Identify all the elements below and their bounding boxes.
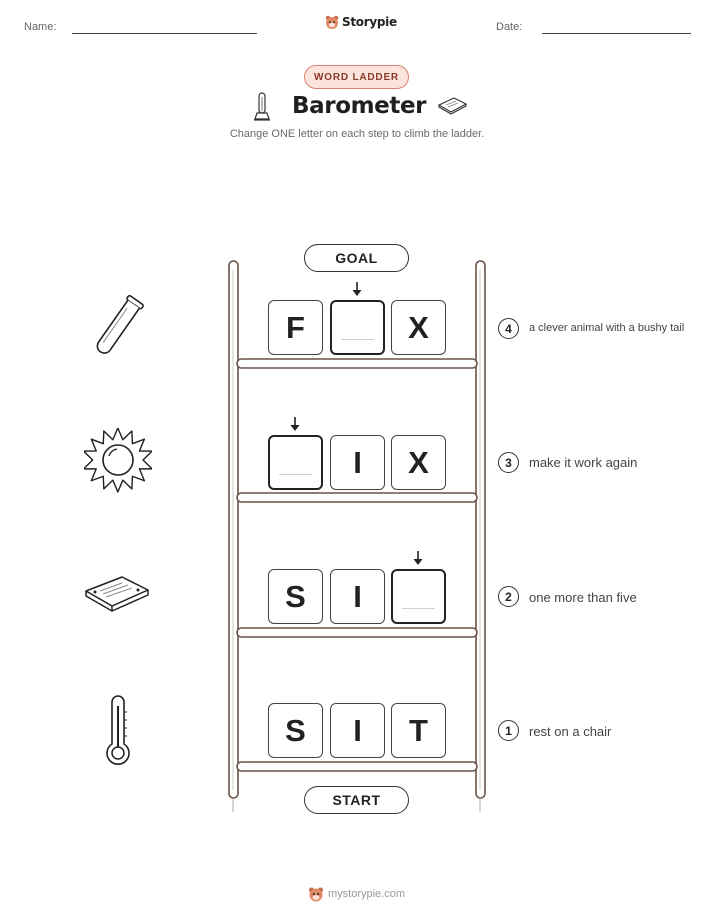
start-label: START (304, 786, 409, 814)
brand-name: Storypie (342, 15, 397, 29)
letter-tile: I (330, 569, 385, 624)
letter-tile: I (330, 703, 385, 758)
arrow-down-icon (413, 551, 423, 565)
blank-letter-input[interactable] (330, 300, 385, 355)
footer: mystorypie.com (308, 885, 405, 903)
letter-tile: T (391, 703, 446, 758)
letter-tile: F (268, 300, 323, 355)
tablet-icon (437, 97, 468, 115)
bear-icon (325, 15, 339, 29)
arrow-down-icon (290, 417, 300, 431)
tablet-icon (85, 576, 149, 612)
thermometer-icon (106, 695, 130, 765)
barometer-icon (254, 92, 270, 121)
step-clue: make it work again (529, 455, 638, 470)
blank-letter-input[interactable] (268, 435, 323, 490)
name-label: Name: (24, 21, 57, 33)
letter-tile: X (391, 435, 446, 490)
date-line[interactable] (542, 33, 691, 34)
bear-icon (309, 887, 323, 902)
date-label: Date: (496, 21, 523, 33)
blank-letter-input[interactable] (391, 569, 446, 624)
word-ladder-badge: WORD LADDER (304, 65, 409, 89)
letter-tile: S (268, 703, 323, 758)
arrow-down-icon (352, 282, 362, 296)
letter-tile: X (391, 300, 446, 355)
step-clue: rest on a chair (529, 724, 612, 739)
footer-url[interactable]: mystorypie.com (328, 888, 406, 900)
name-line[interactable] (72, 33, 257, 34)
goal-label: GOAL (304, 244, 409, 272)
step-clue: one more than five (529, 590, 637, 605)
letter-tile: S (268, 569, 323, 624)
letter-tile: I (330, 435, 385, 490)
instructions: Change ONE letter on each step to climb … (229, 128, 485, 140)
step-number: 3 (498, 452, 519, 473)
sun-icon (84, 428, 152, 493)
step-number: 4 (498, 318, 519, 339)
page-title: Barometer (292, 93, 427, 119)
step-number: 2 (498, 586, 519, 607)
step-number: 1 (498, 720, 519, 741)
step-clue: a clever animal with a bushy tail (529, 322, 685, 334)
brand-logo: Storypie (325, 14, 397, 30)
test-tube-icon (96, 294, 144, 354)
